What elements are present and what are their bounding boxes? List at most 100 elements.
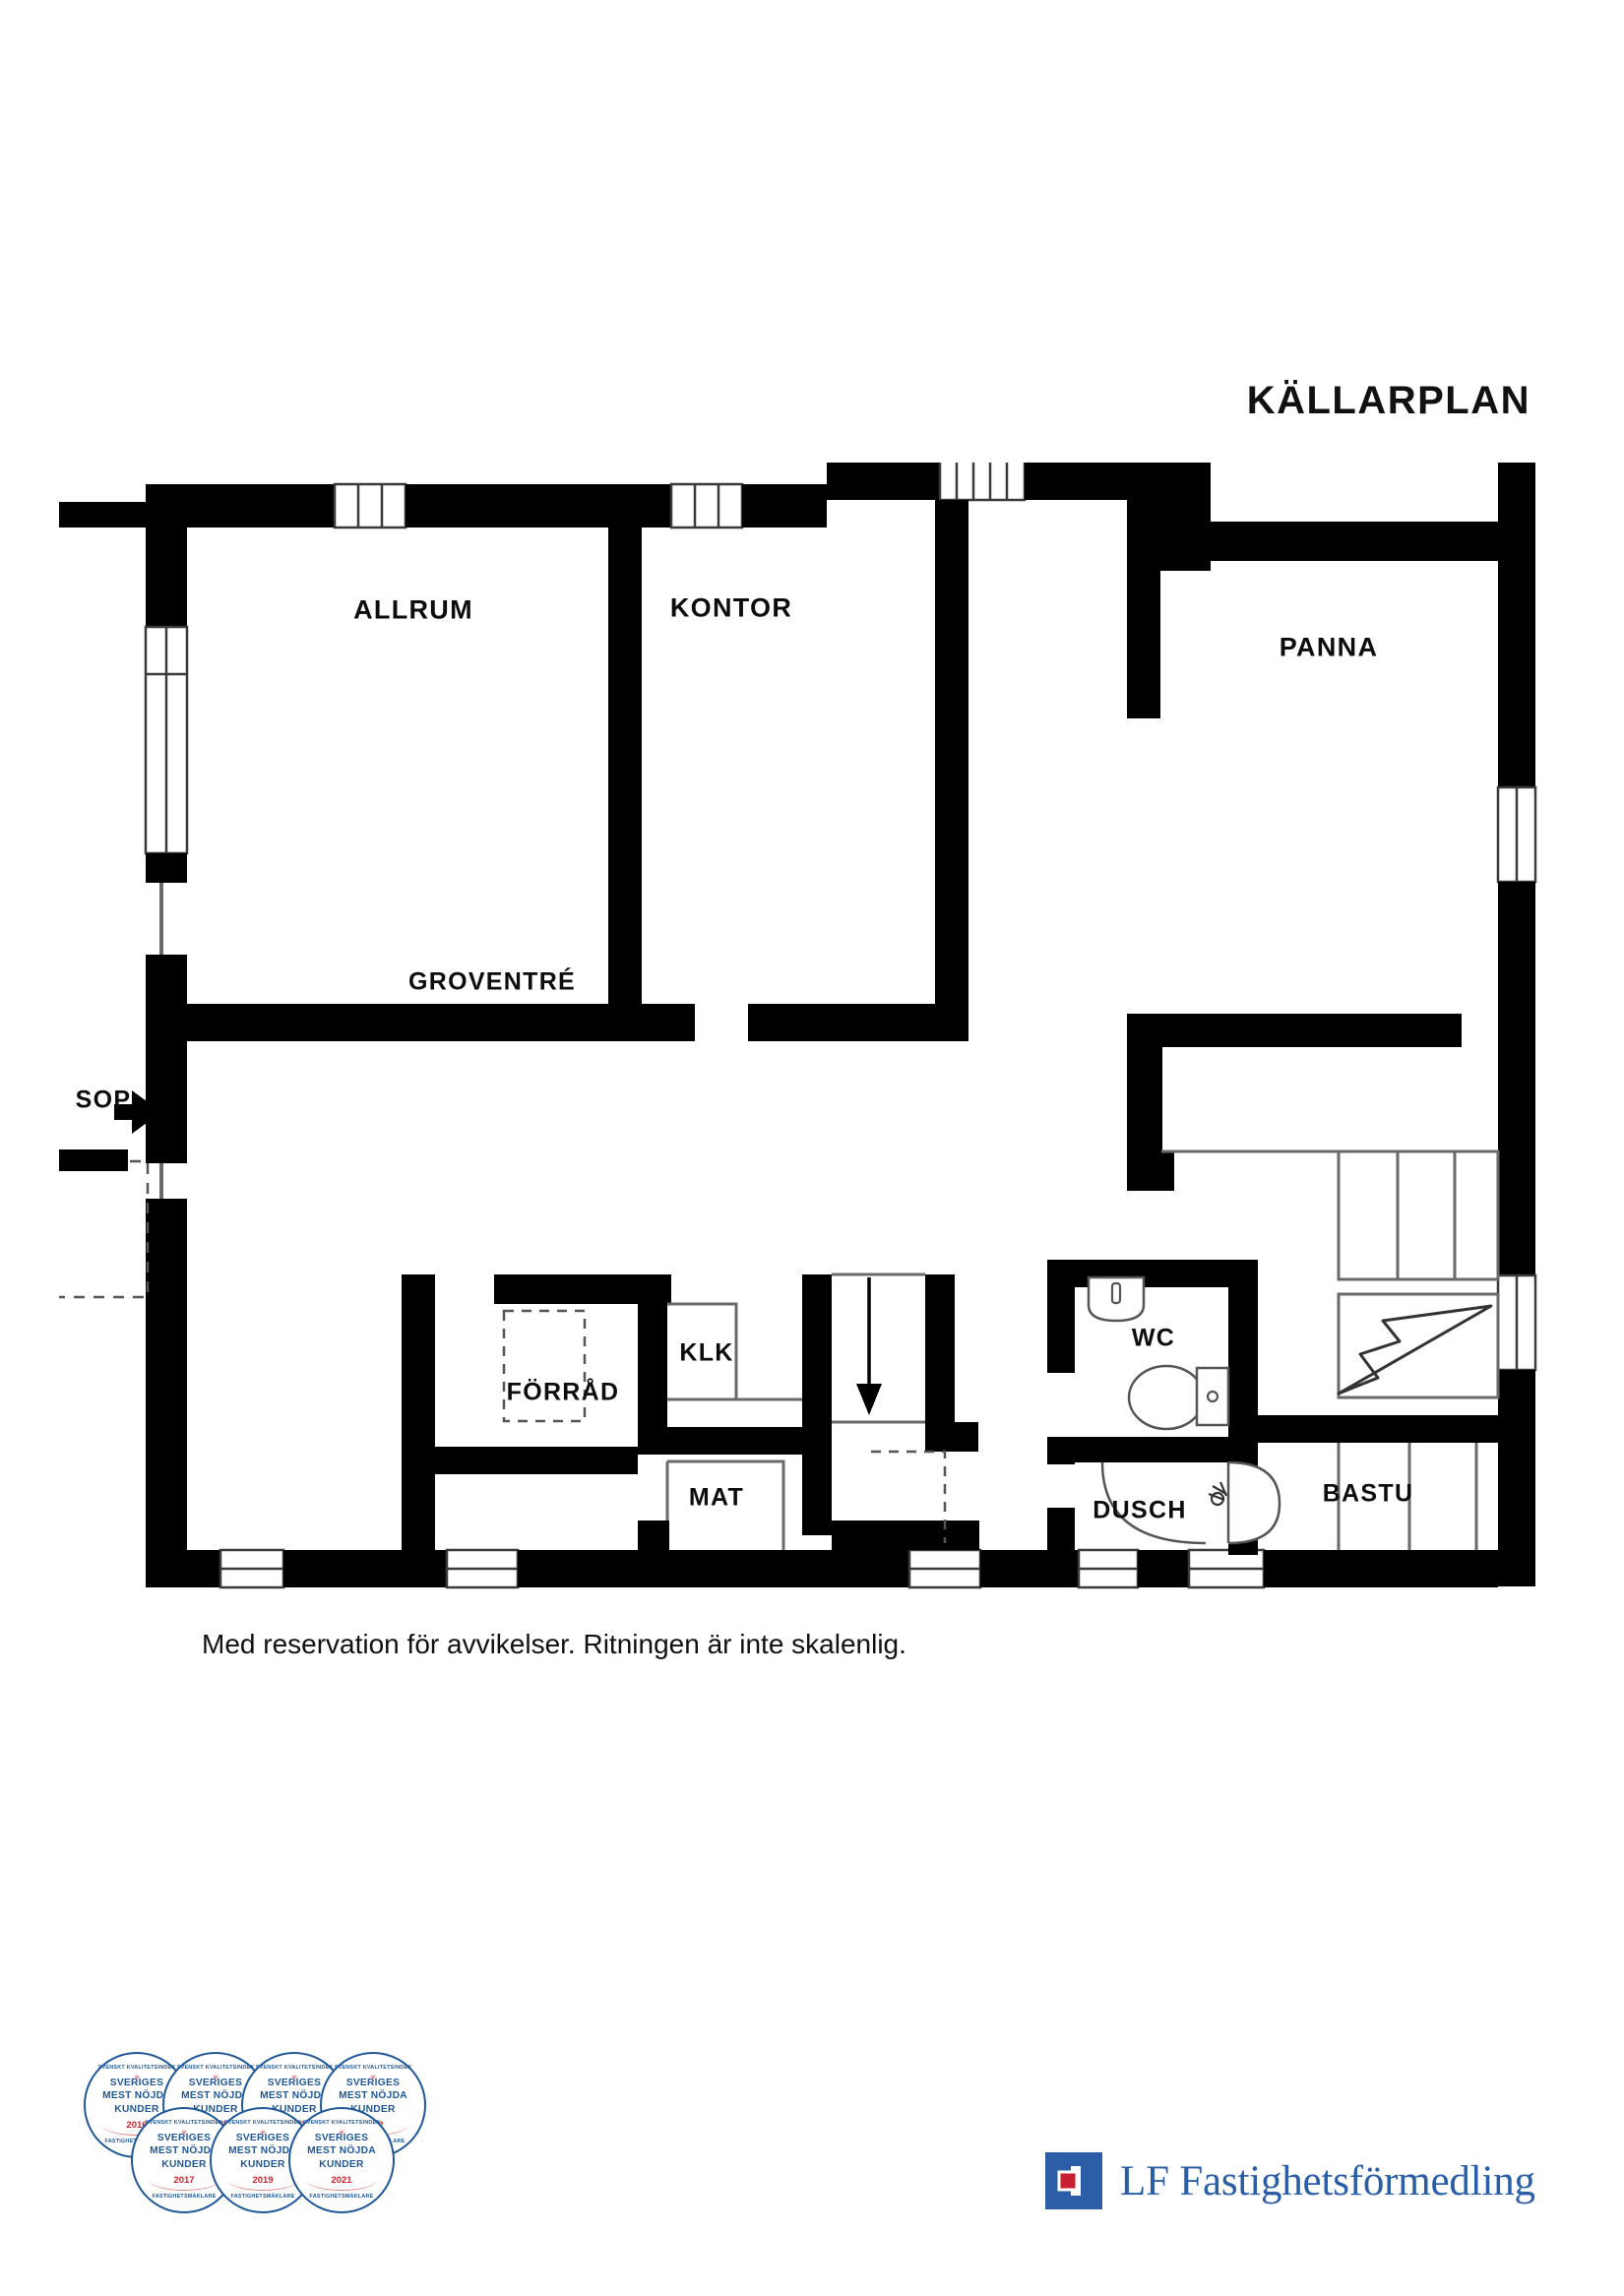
badge-line-3: KUNDER bbox=[193, 2103, 238, 2115]
wall-bottom-a bbox=[146, 1550, 220, 1587]
wall-right-c bbox=[1498, 1370, 1535, 1586]
badge-line-3: KUNDER bbox=[319, 2158, 364, 2170]
badge-arc-top: SVENSKT KVALITETSINDEX bbox=[97, 2065, 176, 2071]
badge-line-3: KUNDER bbox=[114, 2103, 159, 2115]
room-label-dusch: DUSCH bbox=[1093, 1496, 1187, 1524]
badge-line-1: SVERIGES bbox=[188, 2077, 243, 2088]
badge-line-2: MEST NÖJDA bbox=[260, 2090, 329, 2102]
wall-bottom-d bbox=[980, 1550, 1079, 1587]
badge-star-icon: ✳ bbox=[338, 2128, 345, 2138]
dusch-door-swing bbox=[1100, 1461, 1207, 1545]
badge-line-2: MEST NÖJDA bbox=[339, 2090, 407, 2102]
disclaimer-text: Med reservation för avvikelser. Ritninge… bbox=[202, 1629, 906, 1659]
room-label-forrad: FÖRRÅD bbox=[506, 1378, 620, 1406]
badge-line-1: SVERIGES bbox=[235, 2132, 290, 2143]
wall-panna-bottom bbox=[1127, 1014, 1462, 1047]
badge-year: 2016 bbox=[126, 2120, 148, 2132]
badge-star-icon: ✳ bbox=[212, 2073, 219, 2082]
brand-logo: LF Fastighetsförmedling bbox=[1043, 2150, 1535, 2211]
badge-year: 2017 bbox=[173, 2175, 195, 2187]
room-label-klk: KLK bbox=[679, 1338, 734, 1367]
badge-line-3: KUNDER bbox=[272, 2103, 317, 2115]
badge-line-2: MEST NÖJDA bbox=[181, 2090, 250, 2102]
award-badge: SVENSKT KVALITETSINDEX ✳ SVERIGES MEST N… bbox=[288, 2107, 395, 2213]
sop-outline bbox=[59, 1159, 150, 1299]
badge-star-icon: ✳ bbox=[369, 2073, 377, 2082]
wall-sop-top bbox=[59, 1149, 128, 1171]
stairwell-lines bbox=[832, 1272, 947, 1543]
badge-arc-top: SVENSKT KVALITETSINDEX bbox=[255, 2065, 334, 2071]
wall-forrad-left bbox=[402, 1274, 435, 1550]
badge-arc-bottom: FASTIGHETSMÄKLARE bbox=[230, 2194, 295, 2200]
badge-line-2: MEST NÖJDA bbox=[102, 2090, 171, 2102]
badge-arc-top: SVENSKT KVALITETSINDEX bbox=[145, 2120, 223, 2126]
wall-dusch-left-stub bbox=[1047, 1508, 1075, 1555]
badge-line-1: SVERIGES bbox=[267, 2077, 322, 2088]
room-label-groventre: GROVENTRÉ bbox=[407, 967, 577, 996]
badge-line-3: KUNDER bbox=[350, 2103, 396, 2115]
badge-line-3: KUNDER bbox=[240, 2158, 285, 2170]
stairs-panna bbox=[1161, 1149, 1500, 1399]
badge-year: 2021 bbox=[331, 2175, 352, 2187]
klk-outline bbox=[667, 1302, 807, 1401]
badge-arc-top: SVENSKT KVALITETSINDEX bbox=[334, 2065, 412, 2071]
wall-stair-right bbox=[925, 1274, 955, 1447]
badge-year: 2019 bbox=[252, 2175, 274, 2187]
wall-bottom-e bbox=[1138, 1550, 1189, 1587]
sauna-benches bbox=[1337, 1443, 1478, 1550]
wall-right-a bbox=[1498, 463, 1535, 787]
floorplan-drawing: ALLRUM KONTOR PANNA GROVENTRÉ SOP FÖRRÅD… bbox=[59, 463, 1575, 1604]
stair-break-symbol bbox=[1337, 1304, 1493, 1396]
badge-line-1: SVERIGES bbox=[109, 2077, 164, 2088]
badge-line-1: SVERIGES bbox=[314, 2132, 369, 2143]
room-label-kontor: KONTOR bbox=[669, 592, 793, 623]
wall-mat-stub bbox=[638, 1520, 669, 1550]
badge-star-icon: ✳ bbox=[133, 2073, 141, 2082]
wall-kontor-bottom-left bbox=[608, 1004, 695, 1041]
badge-line-1: SVERIGES bbox=[345, 2077, 401, 2088]
window-top-2 bbox=[669, 482, 744, 529]
stair-down-arrow bbox=[856, 1277, 882, 1415]
wall-kontor-right bbox=[935, 500, 968, 1041]
wall-wc-top bbox=[1047, 1260, 1256, 1287]
wall-stair-right-jog bbox=[925, 1422, 978, 1452]
toilet-fixture bbox=[1127, 1364, 1230, 1431]
wall-bastu-top bbox=[1258, 1415, 1502, 1443]
entrance-arrow bbox=[114, 1090, 161, 1134]
wall-dusch-top bbox=[1047, 1437, 1230, 1462]
wall-left-a bbox=[146, 484, 187, 627]
wall-forrad-bottom bbox=[435, 1447, 638, 1474]
badge-line-2: MEST NÖJDA bbox=[150, 2145, 219, 2157]
wall-kontor-top-a bbox=[827, 463, 940, 500]
page-title: KÄLLARPLAN bbox=[1246, 379, 1530, 422]
shower-fixture bbox=[1208, 1460, 1281, 1545]
wall-stair-left bbox=[802, 1274, 832, 1535]
badge-arc-top: SVENSKT KVALITETSINDEX bbox=[176, 2065, 255, 2071]
award-badges: SVENSKT KVALITETSINDEX ✳ SVERIGES MEST N… bbox=[84, 2052, 458, 2254]
badge-line-1: SVERIGES bbox=[156, 2132, 212, 2143]
award-badge: SVENSKT KVALITETSINDEX ✳ SVERIGES MEST N… bbox=[320, 2052, 426, 2158]
brand-name: LF Fastighetsförmedling bbox=[1120, 2157, 1535, 2204]
window-kontor-top bbox=[938, 463, 1027, 502]
badge-line-2: MEST NÖJDA bbox=[228, 2145, 297, 2157]
room-label-allrum: ALLRUM bbox=[353, 594, 473, 625]
room-label-bastu: BASTU bbox=[1322, 1479, 1414, 1508]
wall-right-b bbox=[1498, 882, 1535, 1275]
badge-arc-bottom: FASTIGHETSMÄKLARE bbox=[309, 2194, 374, 2200]
wall-top-c bbox=[742, 484, 827, 527]
badge-arc-top: SVENSKT KVALITETSINDEX bbox=[302, 2120, 381, 2126]
wall-bottom-b bbox=[283, 1550, 447, 1587]
badge-star-icon: ✳ bbox=[290, 2073, 298, 2082]
wall-kontor-bottom bbox=[748, 1004, 935, 1041]
badge-line-2: MEST NÖJDA bbox=[307, 2145, 376, 2157]
wall-column-center bbox=[1127, 463, 1211, 571]
badge-arc-bottom: FASTIGHETSMÄKLARE bbox=[152, 2194, 217, 2200]
wall-stair-bottom bbox=[832, 1520, 979, 1550]
wall-top-a bbox=[187, 484, 335, 527]
wall-allrum-bottom bbox=[146, 1004, 608, 1041]
wall-left-b bbox=[146, 853, 187, 883]
wall-panna-left-upper bbox=[1127, 561, 1160, 718]
wall-klk-bottom bbox=[638, 1427, 807, 1455]
room-label-mat: MAT bbox=[688, 1483, 745, 1512]
wall-wc-left bbox=[1047, 1260, 1075, 1373]
